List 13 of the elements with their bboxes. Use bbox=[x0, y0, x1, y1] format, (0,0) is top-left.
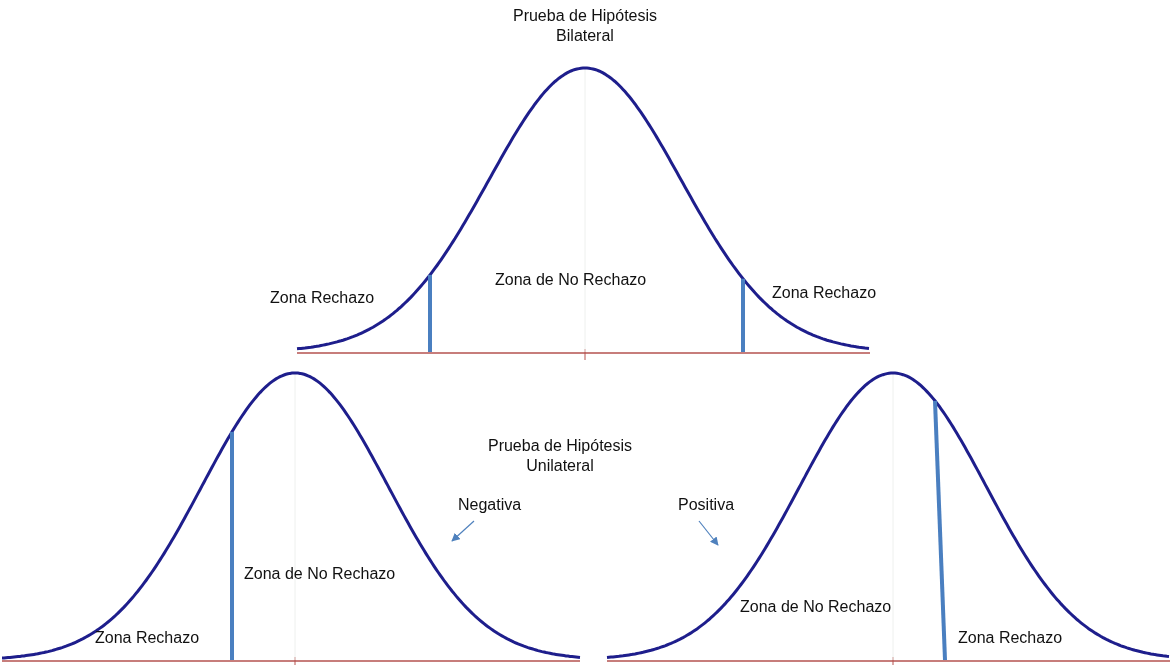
chart-subtitle: Prueba de Hipótesis Unilateral bbox=[486, 436, 634, 476]
zone-label: Zona de No Rechazo bbox=[495, 270, 647, 290]
annotation-label: Positiva bbox=[678, 495, 735, 515]
chart-title: Prueba de Hipótesis Bilateral bbox=[511, 6, 659, 46]
zone-label: Zona de No Rechazo bbox=[740, 597, 892, 617]
leader-arrow bbox=[698, 520, 719, 546]
zone-label: Zona Rechazo bbox=[95, 628, 200, 648]
zone-label: Zona Rechazo bbox=[958, 628, 1063, 648]
leader-arrow bbox=[451, 520, 475, 542]
zone-label: Zona Rechazo bbox=[772, 283, 877, 303]
zone-label: Zona de No Rechazo bbox=[244, 564, 396, 584]
zone-label: Zona Rechazo bbox=[270, 288, 375, 308]
annotation-label: Negativa bbox=[458, 495, 522, 515]
